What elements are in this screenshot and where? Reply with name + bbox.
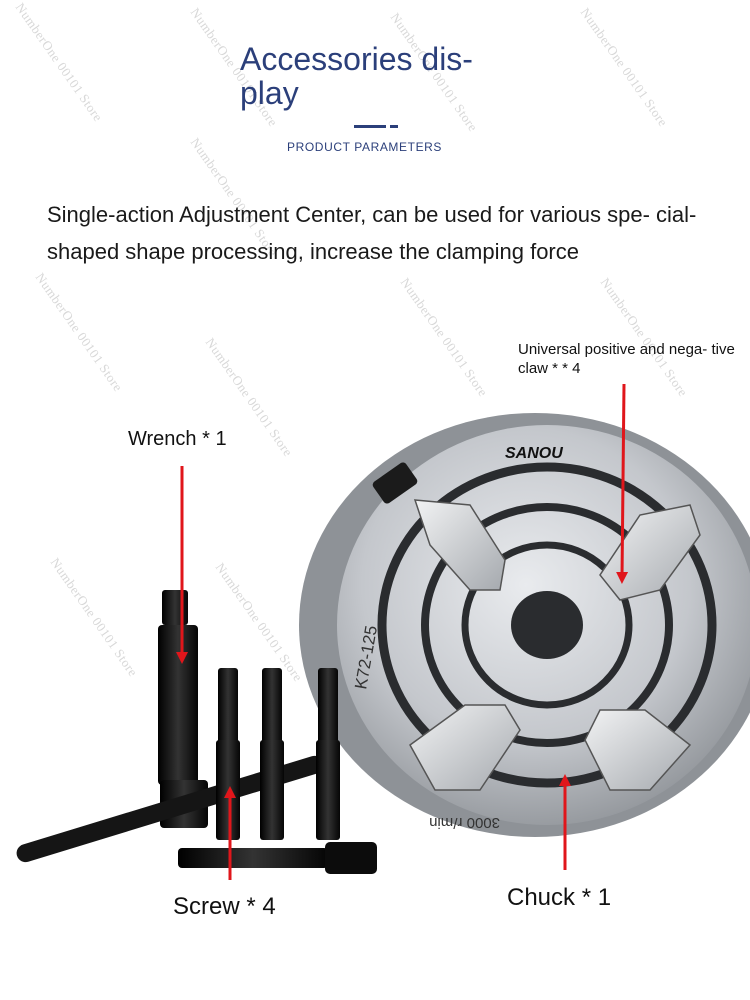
page-title: Accessories dis- play xyxy=(240,41,473,111)
annotation-arrows xyxy=(176,383,629,880)
chuck-label: Chuck * 1 xyxy=(507,884,612,911)
chuck: SANOU K72-125 3000 r/min xyxy=(299,413,750,837)
title-underline-dot xyxy=(390,125,398,128)
chuck-speed: 3000 r/min xyxy=(429,814,500,831)
screws xyxy=(178,668,377,874)
title-underline xyxy=(354,125,386,128)
claw-label: Universal positive and nega- tive claw *… xyxy=(518,341,735,377)
wrench xyxy=(16,590,324,863)
screw-label: Screw * 4 xyxy=(173,893,276,920)
product-description: Single-action Adjustment Center, can be … xyxy=(47,202,697,264)
wrench-label: Wrench * 1 xyxy=(128,428,227,450)
chuck-brand: SANOU xyxy=(505,445,563,462)
page-subtitle: PRODUCT PARAMETERS xyxy=(287,140,443,154)
